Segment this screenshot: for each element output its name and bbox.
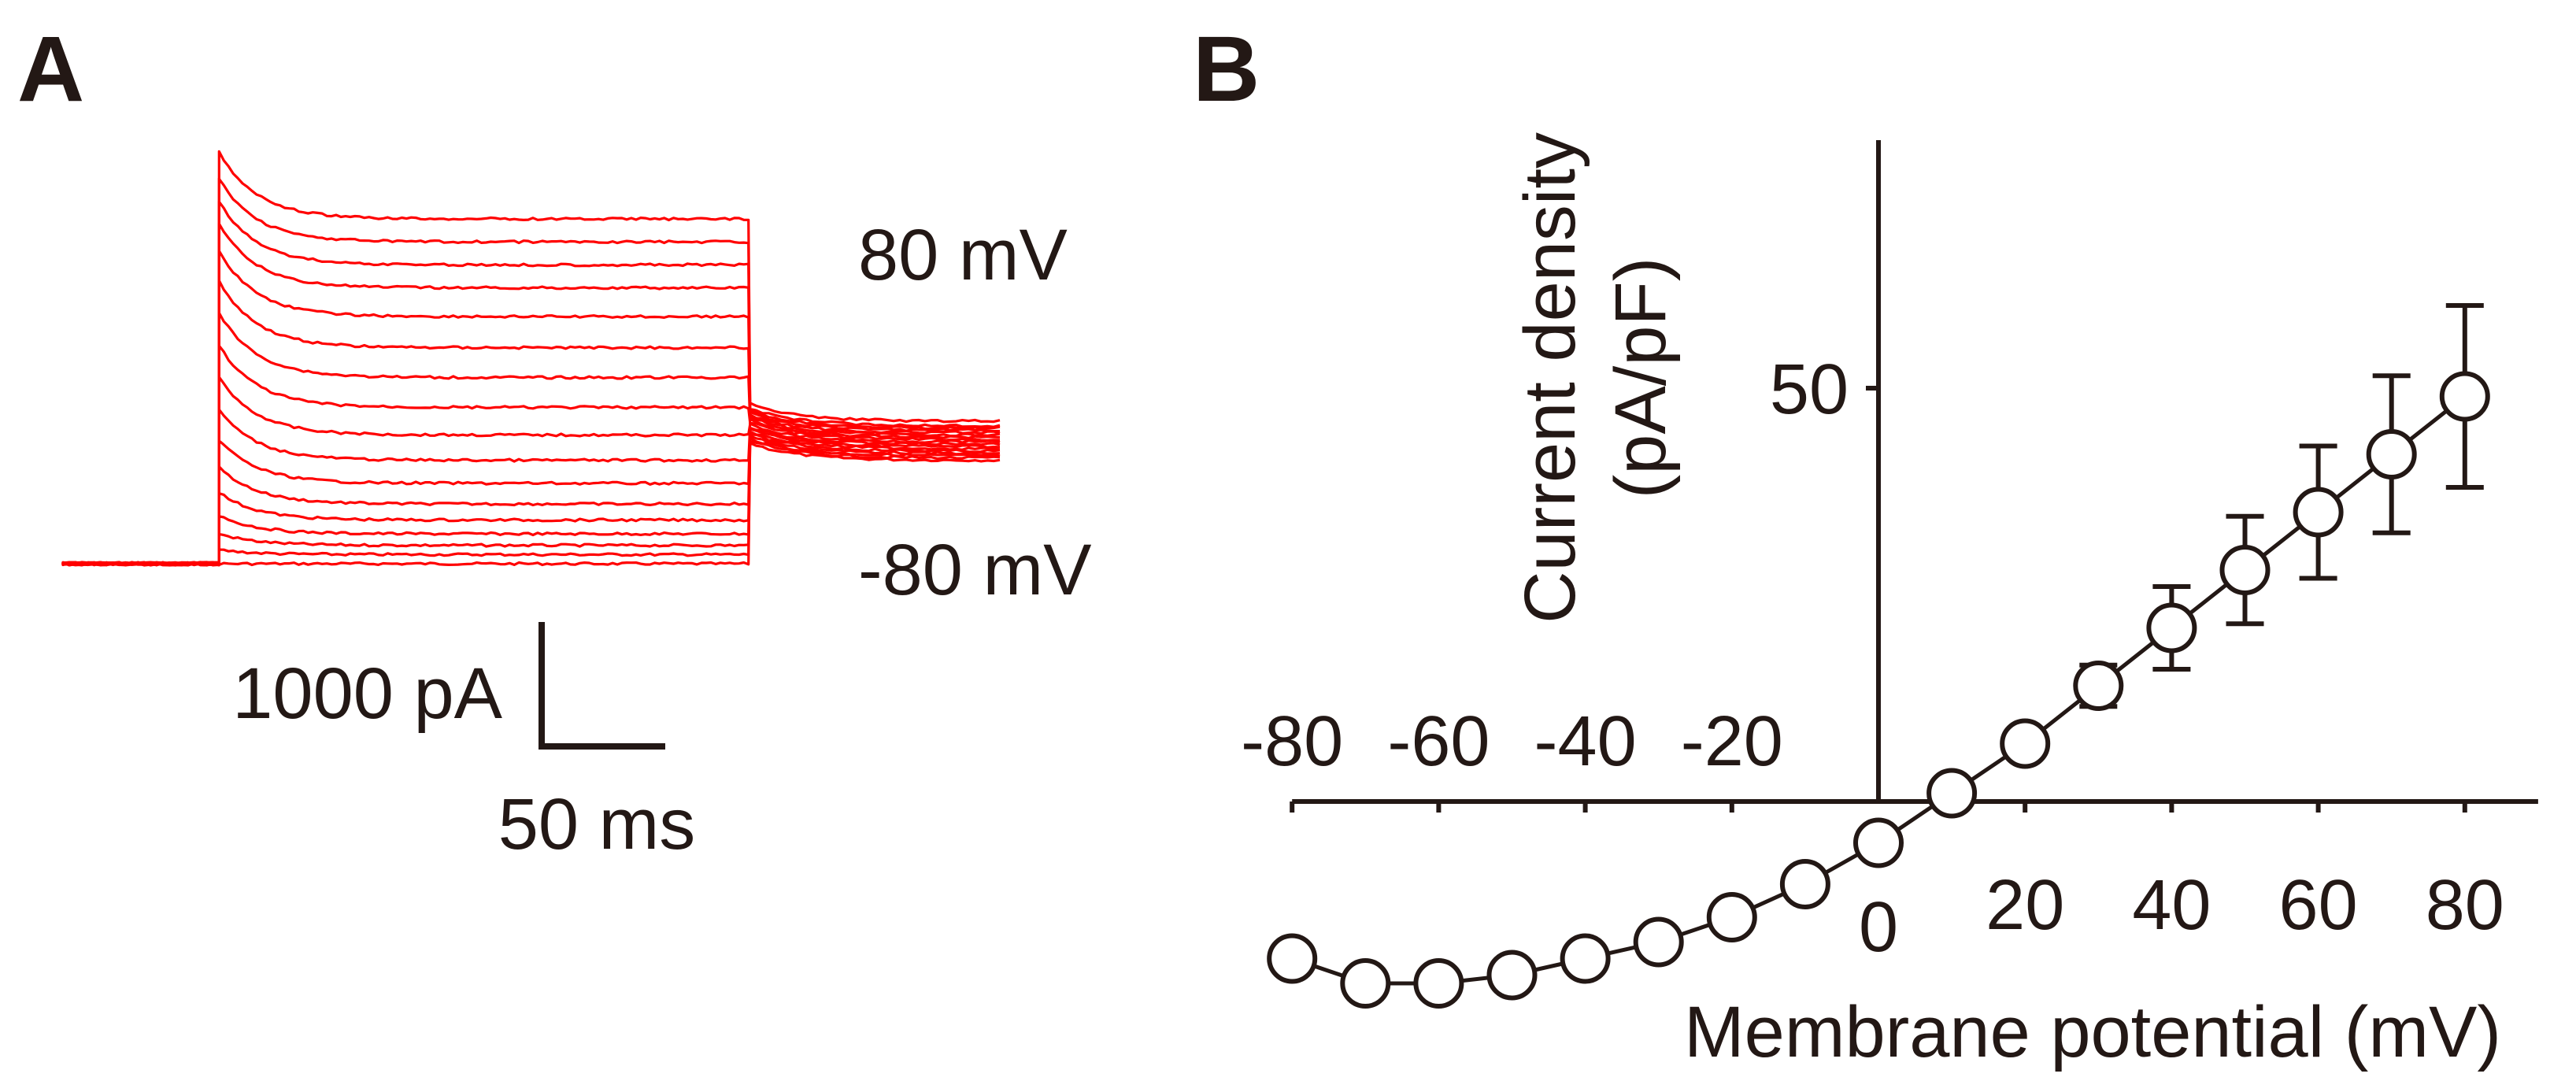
x-tick-label: 80: [2426, 866, 2504, 945]
data-point: [2439, 371, 2490, 422]
data-point: [1267, 933, 1318, 984]
current-trace: [61, 435, 1001, 567]
x-tick-label: -40: [1534, 702, 1637, 781]
current-trace: [61, 200, 1001, 567]
x-tick-label: -20: [1681, 702, 1783, 781]
current-trace: [61, 311, 1001, 567]
trace-label-top: 80 mV: [858, 215, 1068, 295]
scale-bar-y-label: 1000 pA: [232, 653, 502, 734]
x-tick-label: 60: [2279, 866, 2358, 945]
current-trace: [61, 177, 1001, 567]
data-point: [1706, 892, 1757, 942]
current-trace: [61, 222, 1001, 567]
current-trace: [62, 442, 1001, 567]
current-trace: [62, 436, 1001, 567]
current-trace: [61, 432, 1001, 567]
data-point: [2293, 487, 2344, 538]
x-tick-label: 0: [1859, 888, 1898, 967]
data-point: [1633, 916, 1684, 968]
panel-b-label: B: [1193, 17, 1260, 121]
current-trace: [61, 408, 1001, 567]
current-trace: [61, 150, 1001, 567]
data-point: [1413, 958, 1464, 1009]
current-traces: [61, 150, 1001, 567]
data-point: [2219, 545, 2271, 595]
current-trace: [61, 344, 1000, 567]
data-point: [1926, 768, 1978, 819]
scale-bar-x-label: 50 ms: [498, 784, 696, 864]
y-axis-label-line1: Current density: [1510, 132, 1590, 624]
data-point: [1779, 859, 1830, 909]
x-tick-label: 20: [1986, 866, 2064, 945]
scale-bar: 1000 pA 50 ms: [232, 622, 695, 864]
data-point: [2000, 718, 2051, 769]
data-point: [1486, 950, 1538, 1001]
y-tick-label: 50: [1770, 350, 1849, 429]
current-trace: [61, 430, 1001, 567]
iv-tick-labels: -80 -60 -40 -20 0 20 40 60 80 50: [1241, 350, 2504, 967]
panel-a-traces: 80 mV -80 mV 1000 pA 50 ms: [61, 150, 1092, 864]
current-trace: [61, 250, 1001, 567]
x-tick-label: 40: [2132, 866, 2211, 945]
data-point: [2146, 602, 2197, 653]
trace-label-bottom: -80 mV: [858, 530, 1092, 610]
data-point: [2366, 429, 2417, 479]
current-trace: [61, 279, 1001, 567]
x-tick-label: -80: [1241, 702, 1343, 781]
iv-data: [1267, 303, 2490, 1009]
current-trace: [61, 376, 1001, 567]
x-tick-label: -60: [1387, 702, 1490, 781]
data-point: [2073, 661, 2124, 711]
data-point: [1560, 933, 1611, 984]
current-trace: [61, 428, 1001, 567]
x-axis-label: Membrane potential (mV): [1684, 992, 2501, 1072]
data-point: [1340, 958, 1391, 1009]
y-axis-label-line2: (pA/pF): [1601, 257, 1681, 499]
data-point: [1853, 817, 1904, 868]
panel-a-label: A: [17, 17, 84, 121]
current-trace: [61, 439, 1001, 567]
iv-axes: [1290, 140, 2538, 813]
